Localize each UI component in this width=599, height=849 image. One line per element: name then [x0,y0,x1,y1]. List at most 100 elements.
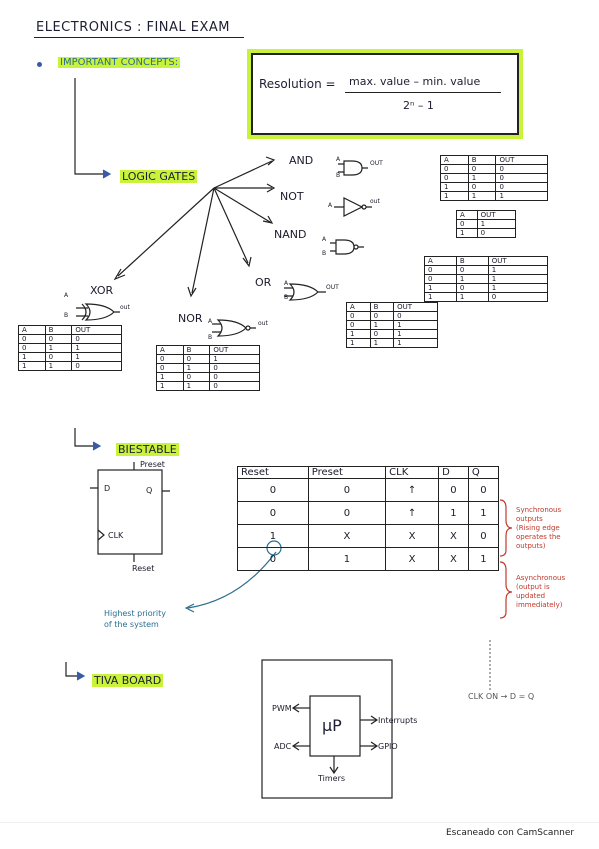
table-header-cell: Preset [307,466,387,479]
table-cell: 1 [156,372,184,382]
table-cell: 0 [467,524,500,548]
tiva-mp-label: μP [322,716,342,735]
table-cell: 1 [369,320,395,330]
footer-text: Escaneado con CamScanner [446,828,575,838]
table-cell: 1 [393,320,438,330]
table-cell: 0 [495,173,548,183]
table-cell: 0 [71,334,122,344]
table-cell: 0 [209,372,260,382]
table-cell: 1 [467,173,497,183]
table-cell: 0 [237,547,309,571]
table-cell: 1 [393,329,438,339]
table-cell: X [307,524,387,548]
table-header-cell: D [438,466,469,479]
biestable-heading: BIESTABLE [116,443,179,456]
table-cell: 0 [456,219,478,229]
table-cell: 1 [369,338,395,348]
table-header-cell: CLK [385,466,440,479]
table-header-cell: B [44,325,73,335]
table-cell: 1 [393,338,438,348]
table-header-cell: B [455,256,489,266]
nand-in-a: A [322,236,327,243]
not-label: NOT [280,190,304,203]
nand-label: NAND [274,228,307,241]
table-cell: 1 [467,501,500,525]
xor-in-b: B [64,312,69,319]
table-cell: 0 [467,164,497,174]
table-cell: 0 [487,292,549,302]
table-cell: 0 [44,334,73,344]
table-cell: 1 [44,361,73,371]
table-cell: 1 [71,343,122,353]
async-note: Asynchronous (output is updated immediat… [516,574,566,609]
ff-q-label: Q [146,486,153,495]
tiva-interrupts-label: Interrupts [378,716,418,725]
table-cell: 0 [71,361,122,371]
table-cell: ↑ [385,501,440,525]
table-cell: 1 [182,381,211,391]
table-cell: 1 [495,191,548,201]
table-cell: 1 [182,363,211,373]
table-cell: 1 [424,292,457,302]
table-cell: 1 [440,191,469,201]
table-cell: 0 [346,311,371,321]
xor-in-a: A [64,292,69,299]
table-cell: 0 [307,478,387,502]
table-cell: 0 [476,228,517,238]
formula-numerator: max. value – min. value [349,75,481,88]
table-header-cell: OUT [209,345,260,355]
table-cell: 0 [182,354,211,364]
table-header-cell: Reset [237,466,309,479]
table-cell: 1 [455,292,489,302]
table-cell: 0 [237,478,309,502]
table-cell: 0 [182,372,211,382]
and-out: OUT [370,160,383,167]
ff-preset-label: Preset [140,460,165,469]
table-cell: 0 [209,363,260,373]
table-cell: 1 [18,352,46,362]
ff-d-label: D [104,484,111,493]
or-out: OUT [326,284,339,291]
nor-in-a: A [208,318,213,325]
table-cell: 0 [467,478,500,502]
table-cell: 0 [156,363,184,373]
table-cell: 0 [393,311,438,321]
nor-label: NOR [178,312,203,325]
table-cell: 0 [209,381,260,391]
table-cell: 0 [18,334,46,344]
table-header-cell: B [182,345,211,355]
table-cell: 1 [487,274,549,284]
and-in-a: A [336,156,341,163]
table-cell: 0 [440,173,469,183]
table-cell: 1 [156,381,184,391]
ff-clk-label: CLK [108,531,124,540]
table-cell: 1 [455,274,489,284]
not-in-a: A [328,202,333,209]
or-in-a: A [284,280,289,287]
table-cell: 1 [209,354,260,364]
priority-note: Highest priority of the system [104,609,167,629]
logic-gates-heading: LOGIC GATES [120,170,198,183]
table-header-cell: Q [467,466,500,479]
table-cell: 1 [467,547,500,571]
table-cell: 0 [495,182,548,192]
table-cell: 1 [487,283,549,293]
tiva-gpio-label: GPIO [378,742,398,751]
